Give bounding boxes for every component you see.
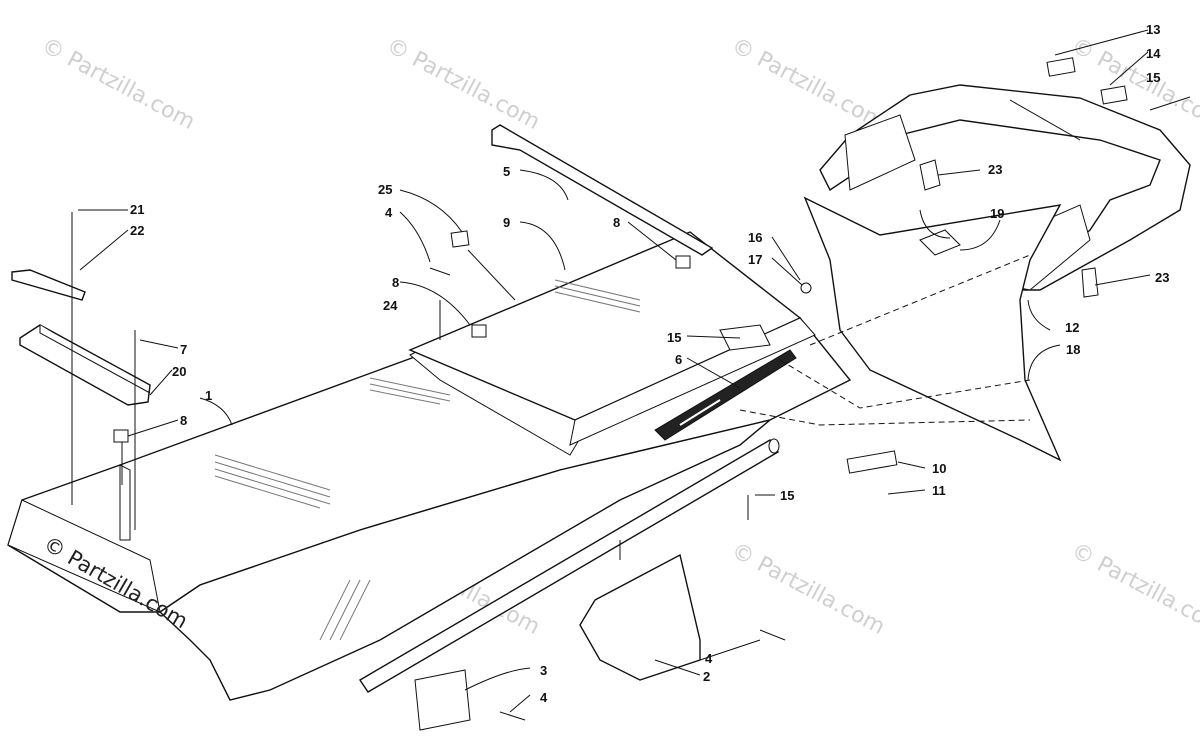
callout-17: 17 — [748, 252, 762, 267]
watermark-text: © Partzilla.com — [727, 538, 889, 640]
callout-14: 14 — [1146, 46, 1161, 61]
watermark-text: © Partzilla.com — [727, 33, 889, 135]
callout-1: 1 — [205, 388, 212, 403]
callout-10: 10 — [932, 461, 946, 476]
callout-12: 12 — [1065, 320, 1079, 335]
callout-15: 15 — [780, 488, 794, 503]
callout-9: 9 — [503, 215, 510, 230]
callout-11: 11 — [932, 483, 946, 498]
panels — [450, 124, 714, 256]
callout-4: 4 — [385, 205, 393, 220]
watermark-text: © Partzilla.com — [1067, 538, 1200, 640]
callout-5: 5 — [503, 164, 510, 179]
callout-13: 13 — [1146, 22, 1160, 37]
decal — [654, 349, 797, 441]
tunnel-assembly — [7, 231, 852, 701]
hitch-bracket — [414, 553, 701, 731]
callout-25: 25 — [378, 182, 392, 197]
callout-18: 18 — [1066, 342, 1080, 357]
callout-19: 19 — [990, 206, 1004, 221]
callout-15: 15 — [667, 330, 681, 345]
callout-21: 21 — [130, 202, 144, 217]
callout-3: 3 — [540, 663, 547, 678]
callout-7: 7 — [180, 342, 187, 357]
hardware — [71, 159, 1099, 721]
callout-20: 20 — [172, 364, 186, 379]
callout-8: 8 — [392, 275, 399, 290]
callout-4: 4 — [705, 651, 713, 666]
callout-16: 16 — [748, 230, 762, 245]
callout-4: 4 — [540, 690, 548, 705]
watermark-text: © Partzilla.com — [37, 33, 199, 135]
callout-23: 23 — [988, 162, 1002, 177]
callout-6: 6 — [675, 352, 682, 367]
running-board-bracket — [11, 269, 151, 406]
callout-24: 24 — [383, 298, 398, 313]
rear-bumper-assembly — [803, 57, 1191, 462]
callout-8: 8 — [180, 413, 187, 428]
callout-labels: 1 2 3 4 4 4 5 6 7 8 8 8 9 10 11 12 13 14… — [130, 22, 1169, 705]
callout-15: 15 — [1146, 70, 1160, 85]
watermark-text: © Partzilla.com — [382, 33, 544, 135]
callout-2: 2 — [703, 669, 710, 684]
callout-23: 23 — [1155, 270, 1169, 285]
callout-8: 8 — [613, 215, 620, 230]
callout-22: 22 — [130, 223, 144, 238]
leader-lines — [71, 29, 1151, 713]
